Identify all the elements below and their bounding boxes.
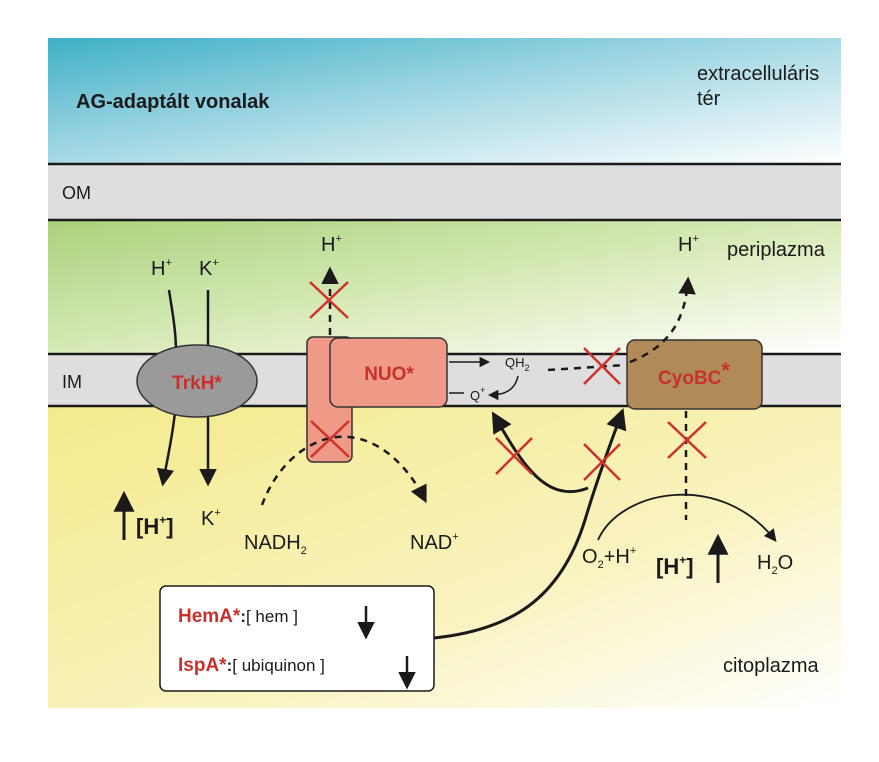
proton-conc-right: [H+]: [656, 553, 694, 579]
periplasm-region: [48, 220, 841, 354]
cyobc-h-label: H+: [678, 233, 699, 256]
periplasm-label: periplazma: [727, 239, 826, 261]
nuo-complex: [329, 337, 448, 408]
oxygen-reduction-arc: [597, 493, 777, 542]
extracellular-label-2: tér: [697, 88, 721, 110]
nuo-label: NUO*: [364, 364, 414, 385]
cyobc-channel-block-cross: [667, 421, 707, 459]
nuo-h-label: H+: [321, 233, 342, 256]
cyobc-proton-arrow: [629, 276, 696, 364]
trkh-k-label: K+: [199, 257, 219, 280]
page-title: AG-adaptált vonalak: [76, 91, 270, 113]
trkh-k-out-label: K+: [201, 507, 221, 530]
ubiquinone-block-cross: [495, 437, 533, 475]
ubiquinone-supply-arrow: [491, 411, 589, 494]
trkh-h-out-arrow: [156, 411, 177, 487]
om-label: OM: [62, 183, 91, 203]
extracellular-region: [48, 38, 841, 164]
q-return-arrow: [487, 375, 519, 401]
water-label: H2O: [757, 552, 793, 577]
cytoplasm-label: citoplazma: [723, 655, 819, 677]
trkh-label: TrkH*: [172, 373, 222, 394]
nadh-label: NADH2: [244, 532, 307, 557]
cyobc-label: CyoBC*: [658, 358, 730, 389]
hem-supply-arrow: [433, 408, 627, 640]
nadh-block-cross: [310, 420, 350, 458]
nadh-oxidation-arc: [260, 435, 427, 506]
oxygen-label: O2+H+: [582, 545, 636, 571]
cyobc-complex: [626, 339, 763, 410]
qh2-label: QH2: [505, 355, 530, 373]
trkh-h-label: H+: [151, 257, 172, 280]
trkh-transporter: [136, 344, 258, 418]
proton-conc-left: [H+]: [136, 513, 174, 539]
nuo-proton-block-cross: [309, 281, 349, 319]
nad-label: NAD+: [410, 531, 459, 554]
hem-block-cross: [583, 443, 621, 481]
im-label: IM: [62, 372, 82, 392]
extracellular-label: extracelluláris: [697, 63, 819, 85]
hema-entry: HemA*:[ hem ]: [178, 606, 298, 627]
outer-membrane-band: [48, 164, 841, 220]
ispa-entry: IspA*:[ ubiquinon ]: [178, 655, 325, 676]
quinol-block-cross: [583, 347, 621, 385]
q-label: Q+: [470, 385, 485, 403]
